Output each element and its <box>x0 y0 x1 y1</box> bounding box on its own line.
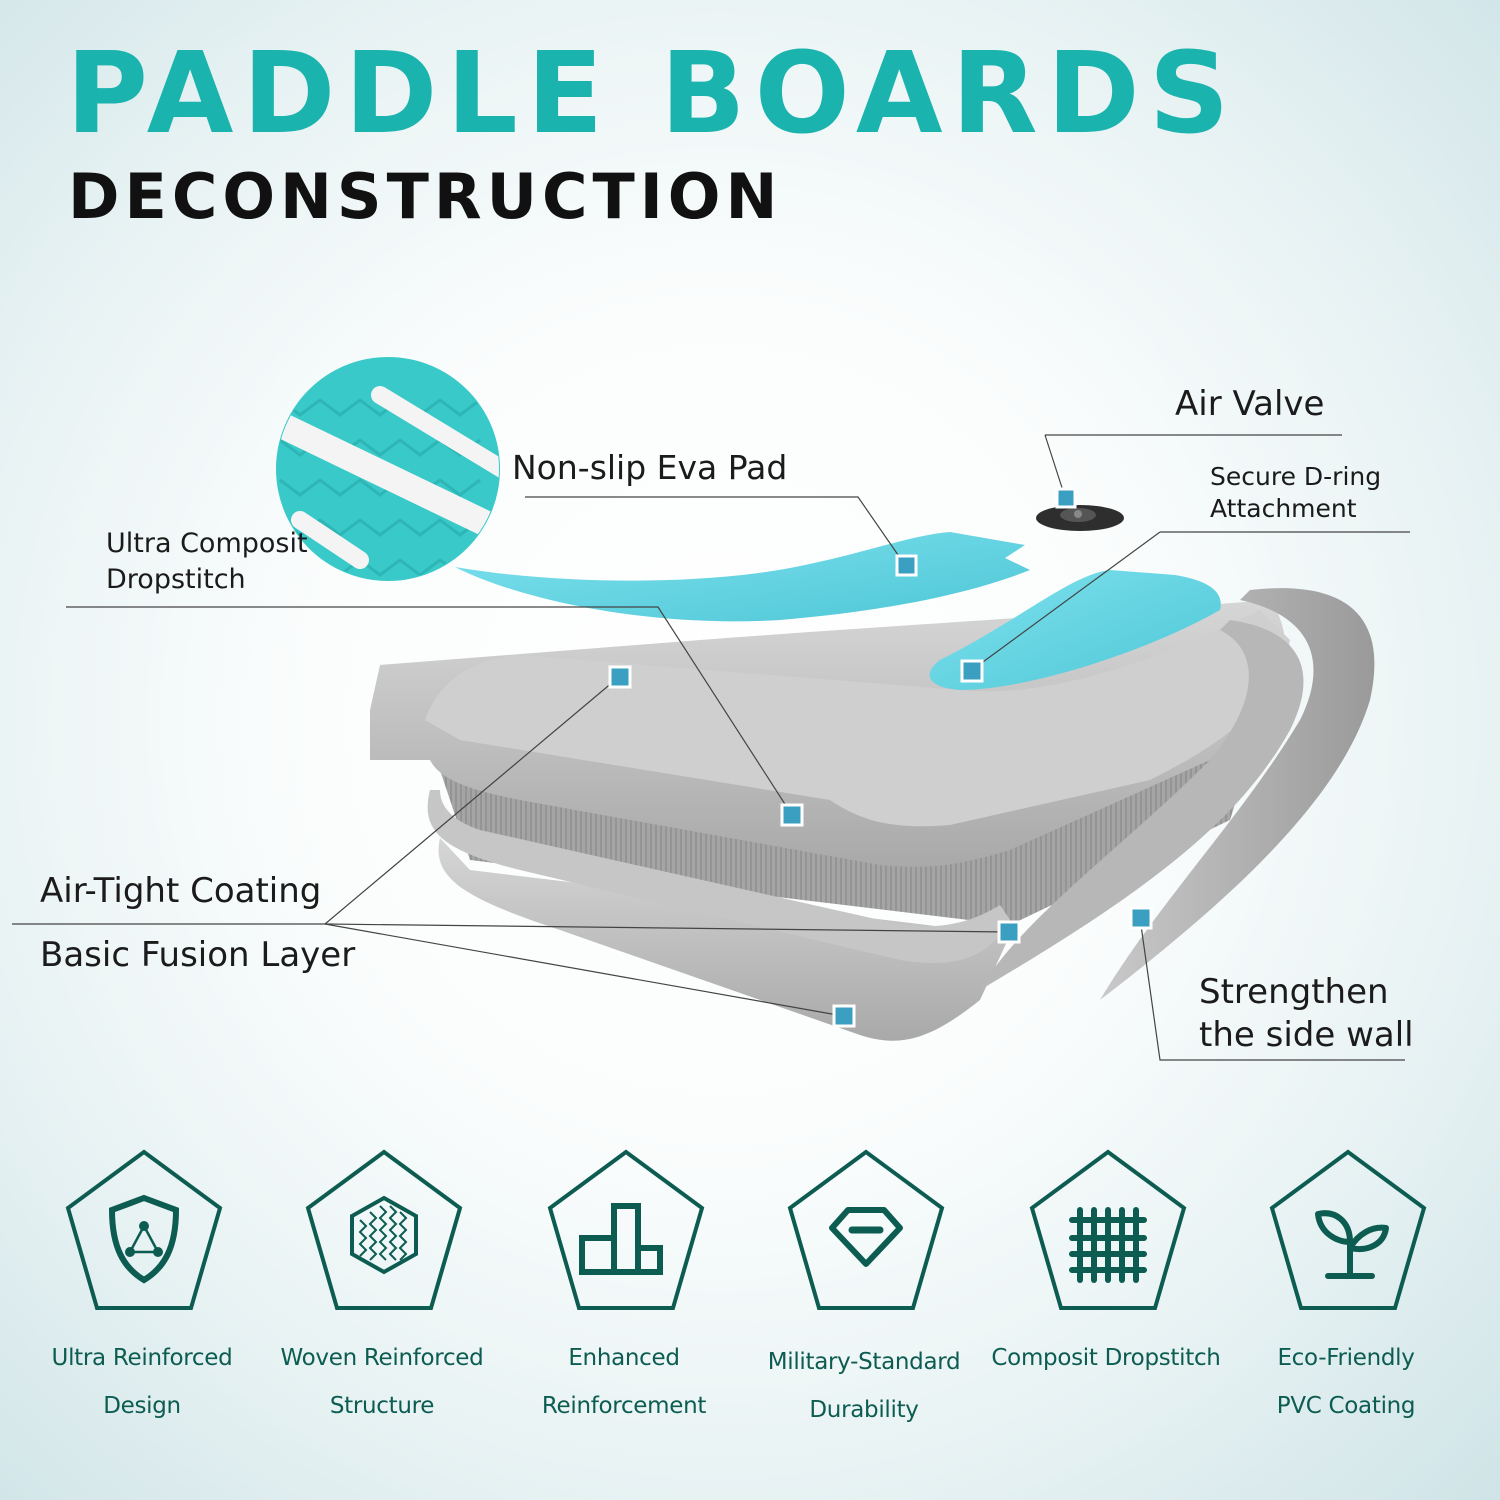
side-wall-outer <box>1100 588 1375 1000</box>
feature-label: Composit Dropstitch <box>991 1345 1221 1371</box>
callout-markers <box>608 487 1153 1028</box>
leader-lines <box>12 434 1410 1061</box>
eva-pad-closeup <box>276 357 500 581</box>
callout-air-valve: Air Valve <box>1175 384 1325 424</box>
board-illustration <box>12 357 1410 1061</box>
sprout-icon <box>1269 1149 1427 1310</box>
shield-icon <box>65 1149 223 1310</box>
page-subtitle: DECONSTRUCTION <box>68 160 783 233</box>
callout-ultra-composit-line1: Ultra Composit <box>106 528 308 559</box>
eva-pad-lower <box>929 570 1221 690</box>
callout-d-ring-line1: Secure D-ring <box>1210 462 1382 491</box>
bottom-layer-edge <box>427 790 1010 964</box>
bottom-layer <box>438 838 1010 1041</box>
air-valve-graphic <box>1036 505 1124 531</box>
callout-ultra-composit-line2: Dropstitch <box>106 564 246 595</box>
eva-pad-upper <box>455 532 1030 622</box>
side-wall-inner <box>980 620 1304 990</box>
grid-icon <box>1029 1149 1187 1310</box>
hexagon-weave-icon <box>305 1149 463 1310</box>
callout-d-ring-line2: Attachment <box>1210 494 1357 523</box>
diamond-icon <box>787 1149 945 1310</box>
page-title: PADDLE BOARDS <box>66 29 1239 159</box>
callout-air-tight-coating: Air-Tight Coating <box>40 871 322 911</box>
callout-non-slip-eva-pad: Non-slip Eva Pad <box>512 448 788 487</box>
callout-basic-fusion-layer: Basic Fusion Layer <box>40 935 356 975</box>
top-skin <box>425 610 1290 827</box>
feature-composit-dropstitch: Composit Dropstitch <box>986 1140 1226 1440</box>
callout-side-wall-line2: the side wall <box>1199 1015 1414 1055</box>
callout-side-wall-line1: Strengthen <box>1199 972 1389 1012</box>
podium-icon <box>547 1149 705 1310</box>
